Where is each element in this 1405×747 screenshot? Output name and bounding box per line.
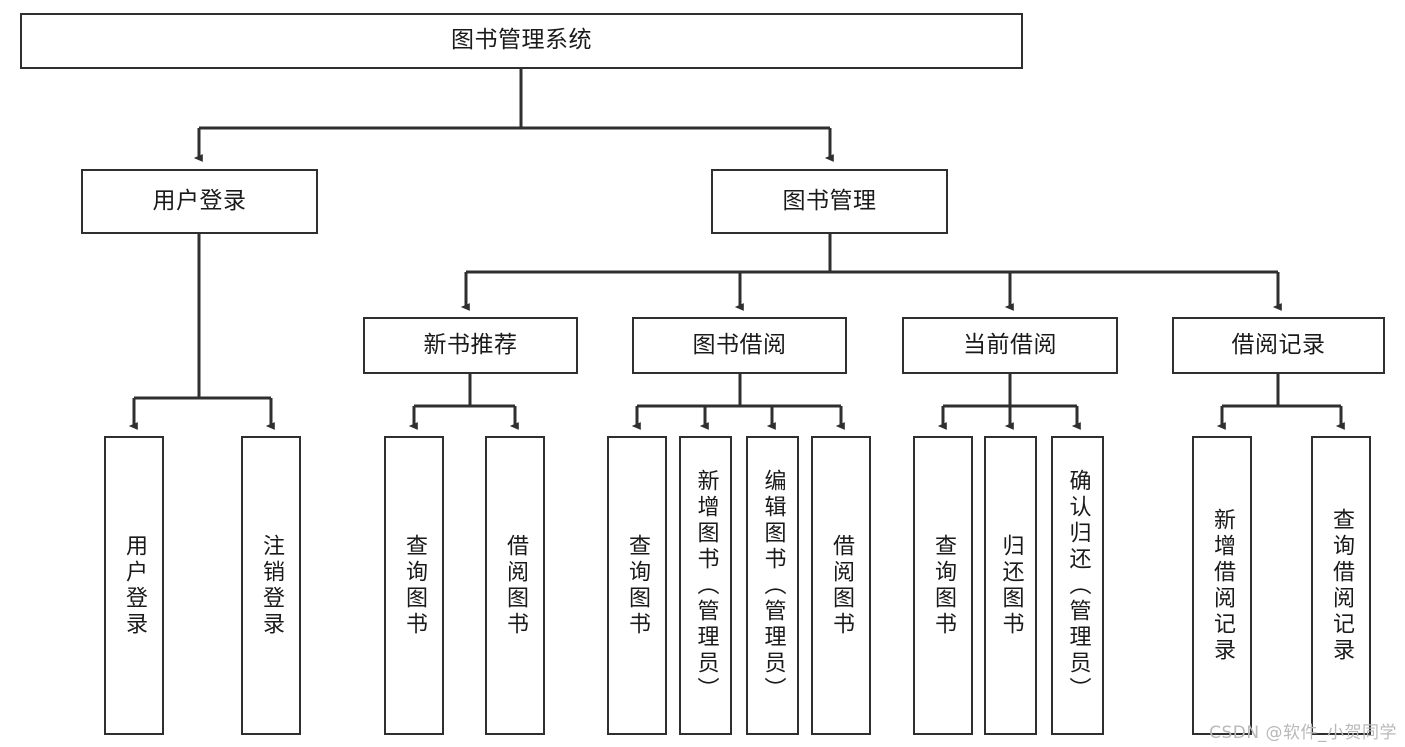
node-label: 编辑图书（管理员） [760,468,786,703]
node-label: 当前借阅 [963,331,1057,358]
leaf-confirm-return-admin[interactable]: 确认归还（管理员） [1051,436,1104,735]
leaf-query-book-borrow[interactable]: 查询图书 [607,436,667,735]
node-label: 借阅记录 [1231,331,1326,358]
node-label: 新书推荐 [423,331,518,358]
watermark: CSDN @软件_小贺同学 [1209,723,1397,743]
node-current-borrow[interactable]: 当前借阅 [902,317,1118,374]
node-label: 确认归还（管理员） [1065,468,1091,703]
node-borrow-record[interactable]: 借阅记录 [1172,317,1385,374]
leaf-add-book-admin[interactable]: 新增图书（管理员） [679,436,732,735]
node-label: 图书管理系统 [451,27,592,54]
node-label: 新增借阅记录 [1210,507,1235,664]
node-label: 新增图书（管理员） [693,468,719,703]
leaf-borrow-book[interactable]: 借阅图书 [811,436,871,735]
node-user-login[interactable]: 用户登录 [81,169,318,234]
node-label: 图书借阅 [692,331,787,358]
node-label: 查询图书 [402,533,427,638]
node-label: 借阅图书 [503,533,528,638]
leaf-add-borrow-record[interactable]: 新增借阅记录 [1192,436,1252,735]
leaf-query-book-new[interactable]: 查询图书 [384,436,444,735]
leaf-return-book[interactable]: 归还图书 [984,436,1037,735]
node-label: 用户登录 [122,533,147,638]
node-book-management[interactable]: 图书管理 [711,169,948,234]
leaf-user-login[interactable]: 用户登录 [104,436,164,735]
leaf-query-borrow-record[interactable]: 查询借阅记录 [1311,436,1371,735]
node-new-book-recommend[interactable]: 新书推荐 [363,317,578,374]
node-root-book-management-system[interactable]: 图书管理系统 [20,13,1023,69]
node-label: 归还图书 [998,533,1024,638]
node-book-borrow[interactable]: 图书借阅 [632,317,847,374]
node-label: 注销登录 [259,533,284,638]
node-label: 查询图书 [625,533,650,638]
leaf-borrow-book-new[interactable]: 借阅图书 [485,436,545,735]
leaf-logout[interactable]: 注销登录 [241,436,301,735]
node-label: 查询图书 [931,533,956,638]
leaf-query-book-current[interactable]: 查询图书 [913,436,973,735]
leaf-edit-book-admin[interactable]: 编辑图书（管理员） [746,436,799,735]
node-label: 查询借阅记录 [1329,507,1354,664]
node-label: 图书管理 [782,187,877,214]
node-label: 借阅图书 [829,533,854,638]
node-label: 用户登录 [152,187,247,214]
